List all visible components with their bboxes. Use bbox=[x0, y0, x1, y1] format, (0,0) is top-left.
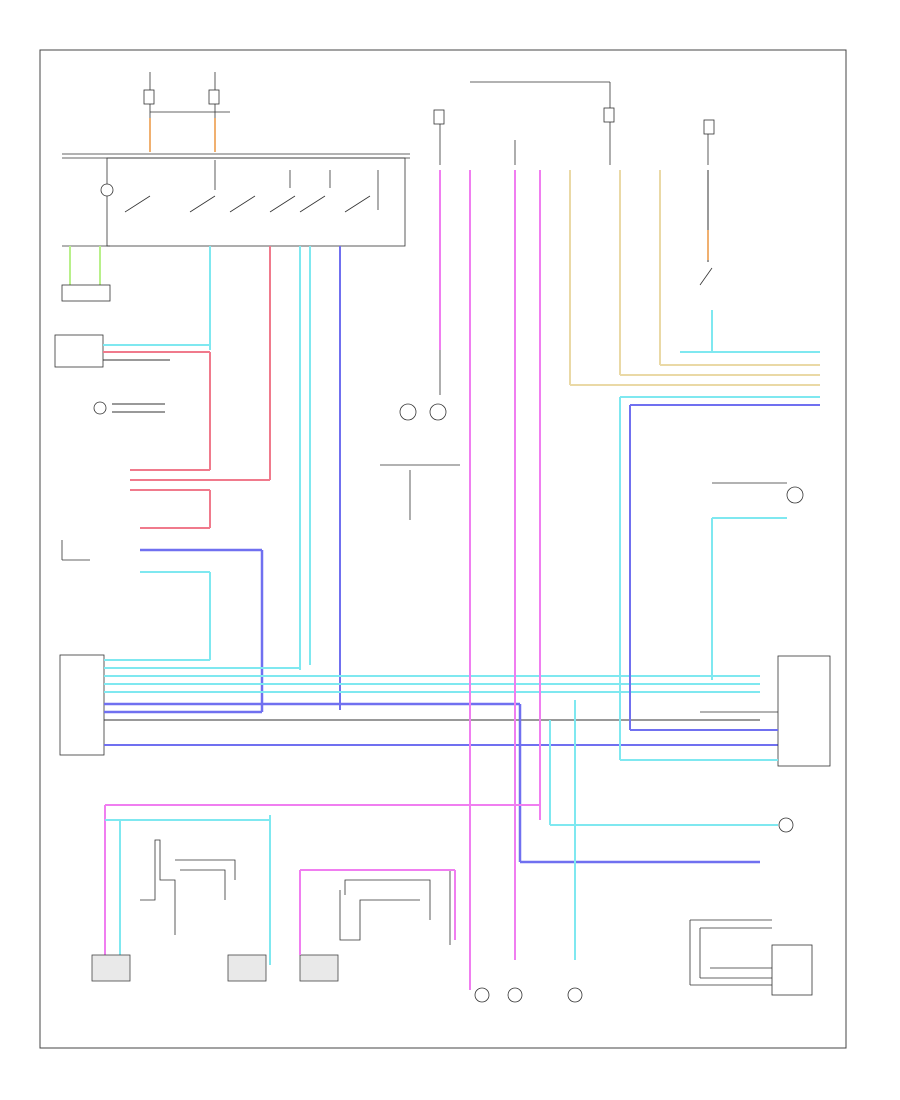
rear-combination-bulbs bbox=[474, 987, 583, 1003]
fog-switch-lamp bbox=[93, 401, 107, 415]
hazard-flasher-relays bbox=[100, 160, 379, 213]
right-rear-combination-lamp bbox=[711, 482, 804, 680]
trailer-connector bbox=[771, 944, 813, 996]
license-lamp bbox=[380, 403, 460, 520]
left-front-side-marker bbox=[227, 954, 267, 982]
right-connector-block bbox=[777, 655, 831, 767]
diagram-frame bbox=[39, 49, 847, 1049]
top-left-fuse-group bbox=[143, 72, 230, 152]
right-front-lamp bbox=[778, 817, 794, 833]
body-control-module bbox=[59, 654, 105, 756]
left-lamp-module bbox=[54, 334, 104, 368]
underdash-fuse-box bbox=[106, 157, 406, 247]
left-rear-side-marker bbox=[299, 954, 339, 982]
lower-left-switches bbox=[140, 839, 451, 945]
turn-signal-switch bbox=[61, 540, 90, 561]
left-front-combination-lamp bbox=[91, 954, 131, 982]
hazard-switch-connector bbox=[61, 284, 111, 302]
